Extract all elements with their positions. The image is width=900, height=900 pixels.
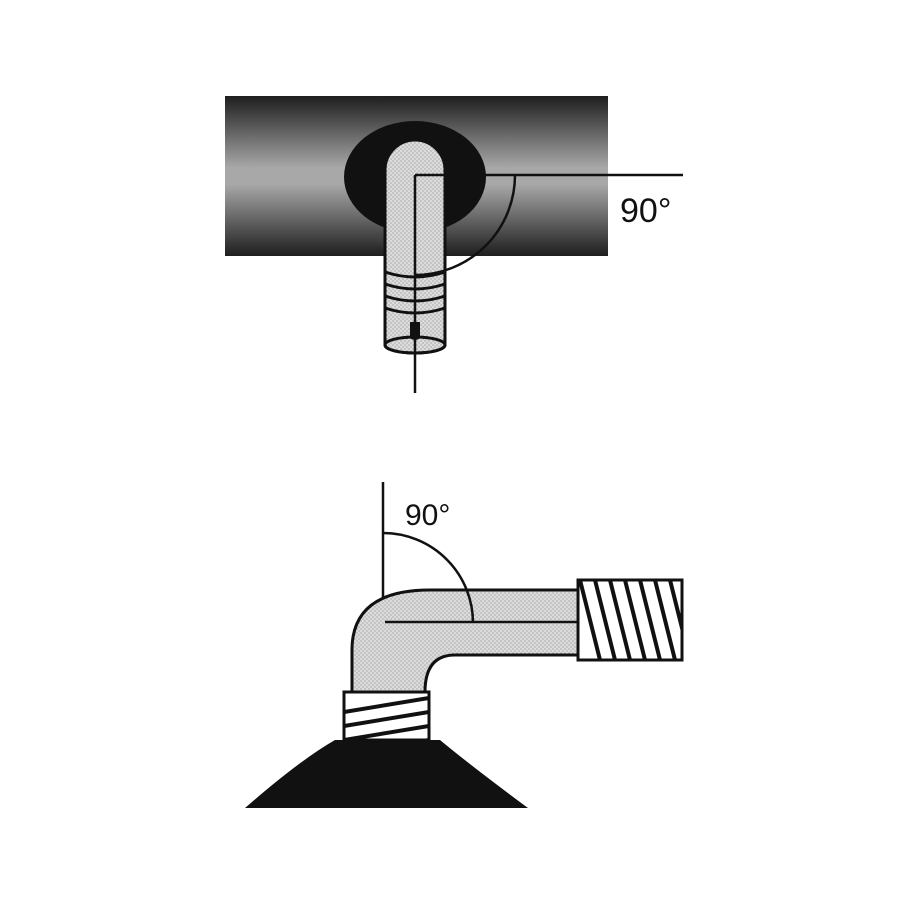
side-angle-label: 90° [405,499,450,532]
end-threads [578,580,682,660]
side-angle-arc [382,531,475,624]
elbow-stem [350,588,580,694]
top-view: 90° [225,96,683,393]
rubber-base [245,740,528,808]
base-threads [344,696,429,740]
angle-arc [414,174,517,277]
top-angle-label: 90° [620,192,671,230]
side-view: 90° [245,482,684,808]
